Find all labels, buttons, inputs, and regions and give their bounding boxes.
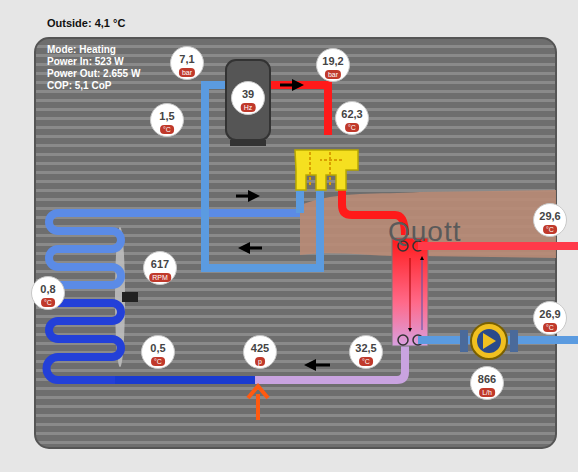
- frequency-badge: 39Hz: [231, 81, 265, 115]
- temperature-badge: 32,5 °C: [349, 335, 383, 369]
- temperature-badge: 0,8 °C: [31, 276, 65, 310]
- pressure-badge: 7,1 bar: [170, 46, 204, 80]
- unit-pill: °C: [543, 225, 557, 234]
- reading-value: 617: [144, 258, 176, 270]
- brand-logo: Quott: [388, 216, 461, 248]
- reading-value: 0,8: [32, 283, 64, 295]
- reading-value: 425: [244, 342, 276, 354]
- status-line: COP: 5,1 CoP: [47, 80, 111, 91]
- unit-pill: °C: [345, 123, 359, 132]
- pressure-badge: 19,2 bar: [316, 48, 350, 82]
- flow-badge: 866L/h: [470, 366, 504, 400]
- reading-value: 866: [471, 373, 503, 385]
- unit-pill: °C: [151, 357, 165, 366]
- status-line: Power Out: 2.655 W: [47, 68, 140, 79]
- status-line: Power In: 523 W: [47, 56, 124, 67]
- temperature-badge: 29,6 °C: [533, 203, 567, 237]
- status-line: Mode: Heating: [47, 44, 116, 55]
- reading-value: 26,9: [534, 308, 566, 320]
- reading-value: 32,5: [350, 342, 382, 354]
- unit-pill: bar: [325, 70, 341, 79]
- reading-value: 0,5: [142, 342, 174, 354]
- unit-pill: °C: [160, 125, 174, 134]
- expansion-badge: 425 p: [243, 335, 277, 369]
- unit-pill: RPM: [149, 273, 171, 282]
- unit-pill: L/h: [479, 388, 495, 397]
- temperature-badge: 1,5 °C: [150, 103, 184, 137]
- reading-value: 7,1: [171, 53, 203, 65]
- temperature-badge: 26,9 °C: [533, 301, 567, 335]
- reading-value: 19,2: [317, 55, 349, 67]
- outside-temperature: Outside: 4,1 °C: [47, 17, 125, 29]
- reading-value: 1,5: [151, 110, 183, 122]
- unit-pill: p: [255, 357, 265, 366]
- unit-pill: °C: [41, 298, 55, 307]
- unit-pill: °C: [543, 323, 557, 332]
- unit-pill: °C: [359, 357, 373, 366]
- temperature-badge: 0,5 °C: [141, 335, 175, 369]
- unit-pill: Hz: [241, 103, 256, 112]
- unit-pill: bar: [179, 68, 195, 77]
- temperature-badge: 62,3 °C: [335, 101, 369, 135]
- fan-speed-badge: 617RPM: [143, 251, 177, 285]
- reading-value: 62,3: [336, 108, 368, 120]
- reading-value: 29,6: [534, 210, 566, 222]
- reading-value: 39: [232, 88, 264, 100]
